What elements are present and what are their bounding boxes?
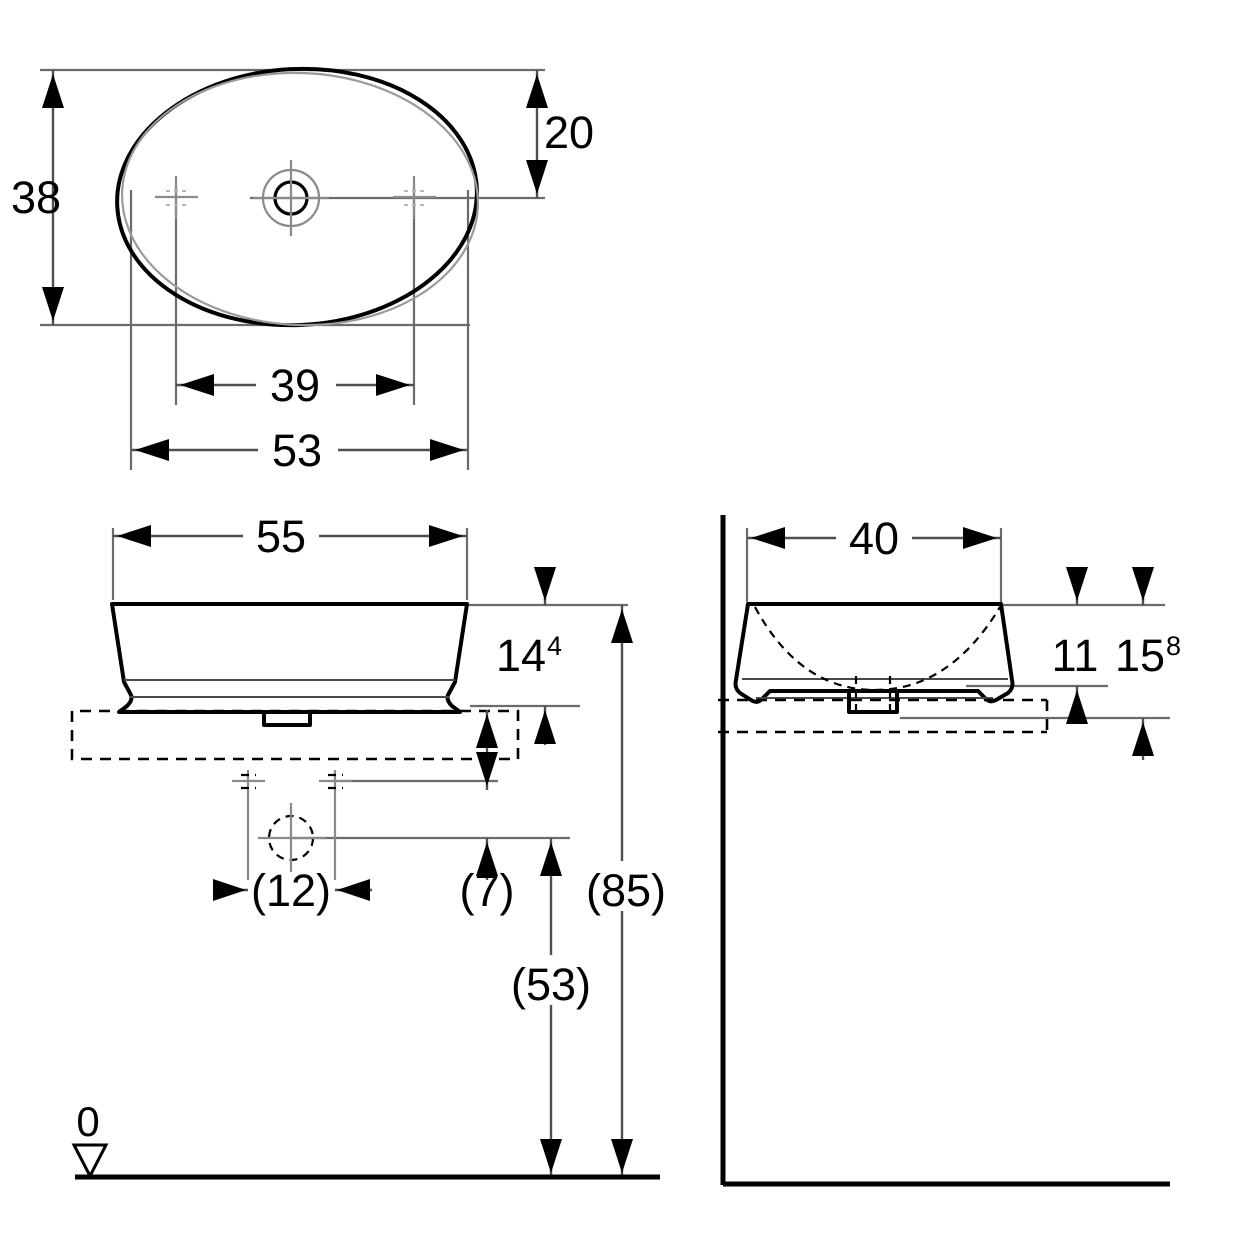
top-view-basin [115, 66, 480, 328]
dim-38-arrow-top [42, 74, 64, 108]
drain-stub-hidden-side [854, 676, 892, 712]
dim-144-arrow-bottom [534, 710, 556, 744]
front-basin-profile [110, 602, 469, 727]
basin-inner-bowl-ellipse [120, 71, 480, 327]
dim-20-arrow-bottom [526, 160, 548, 194]
dim-53-arrow-left [135, 439, 169, 461]
dim-11-label: 11 [1052, 630, 1099, 681]
dim-158-superscript: 8 [1166, 631, 1181, 661]
dim-12-label: (12) [251, 865, 331, 916]
dim-20-label: 20 [544, 107, 594, 158]
dim-158-arrow-top [1132, 567, 1154, 601]
dim-53-label: 53 [272, 425, 322, 476]
dim-85-label-mask [575, 861, 685, 911]
side-view: 40 11 15 8 [718, 513, 1181, 1187]
drain-stub-side [847, 689, 899, 714]
dim-12: (12) [213, 865, 372, 916]
dim-20: 20 [526, 70, 594, 198]
mounting-cross-right [393, 176, 436, 219]
dim-55: 55 [113, 511, 467, 562]
dim-39-label: 39 [270, 360, 320, 411]
front-countertop-dashed [70, 709, 520, 761]
dim-40-label-mask [836, 516, 912, 560]
dim-85-arrow-up [611, 609, 633, 643]
side-basin-profile [733, 602, 1015, 714]
dim-38-arrow-bottom [42, 287, 64, 321]
dim-39-arrow-left [180, 374, 214, 396]
dim-55-label-mask [243, 514, 319, 558]
basin-body-side [733, 602, 1015, 704]
side-countertop-dashed [718, 698, 1049, 734]
dim-85-arrow-down [611, 1139, 633, 1173]
mounting-cross-left [155, 176, 198, 219]
dim-38: 38 [11, 70, 64, 325]
dim-39: 39 [176, 360, 414, 411]
dim-53-arrow-right [430, 439, 464, 461]
dim-7-arrow-up [476, 842, 498, 876]
countertop-outline-side [718, 698, 1049, 734]
dim-12-arrow-left [213, 879, 246, 901]
dim-53b-label-mask [500, 955, 604, 1005]
dim-40-arrow-left [751, 527, 785, 549]
dim-40: 40 [747, 513, 1001, 564]
dim-53b-arrow-down [540, 1139, 562, 1173]
dim-40-label: 40 [849, 513, 899, 564]
zero-datum-triangle-icon [71, 1143, 109, 1180]
side-view-extension-lines [745, 528, 1170, 720]
dim-38-label: 38 [11, 172, 61, 223]
dim-53-label-mask [258, 428, 338, 472]
front-outlet-detail [232, 770, 352, 880]
dim-55-arrow-right [429, 525, 463, 547]
dim-158-label: 15 [1115, 630, 1165, 681]
front-view: 55 14 4 (12 [70, 511, 685, 1180]
dim-11-arrow-bottom [1066, 690, 1088, 724]
dim-55-label: 55 [256, 511, 306, 562]
dim-14-4: 14 4 [496, 567, 562, 745]
dim-53b: (53) [500, 838, 604, 1177]
dim-counter-gap [476, 710, 498, 790]
dim-40-arrow-right [963, 527, 997, 549]
dim-20-arrow-top [526, 74, 548, 108]
dim-55-arrow-left [117, 525, 151, 547]
dim-39-arrow-right [376, 374, 410, 396]
dim-53b-arrow-up [540, 842, 562, 876]
basin-body-front [110, 602, 469, 714]
dim-158-arrow-bottom [1132, 722, 1154, 756]
top-view: 38 20 39 53 [11, 66, 594, 476]
dim-11-arrow-top [1066, 567, 1088, 601]
dim-counter-gap-arrow-up [476, 714, 498, 748]
dim-85-label: (85) [586, 865, 666, 916]
countertop-outline-front [70, 709, 520, 761]
zero-datum: 0 [71, 1098, 109, 1180]
dim-144-superscript: 4 [547, 631, 562, 661]
bowl-hidden-curve-side [754, 606, 1001, 692]
dim-12-arrow-right [337, 879, 370, 901]
dim-counter-gap-arrow-down [476, 752, 498, 786]
drain-crosshair [253, 160, 329, 236]
front-view-extension-lines [111, 528, 628, 840]
drain-stub-front [262, 710, 312, 727]
dim-53b-label: (53) [511, 959, 591, 1010]
dim-15-8: 15 8 [1115, 567, 1181, 760]
dim-11: 11 [1052, 567, 1099, 724]
dim-39-label-mask [256, 363, 336, 407]
dim-85: (85) [575, 605, 685, 1177]
dim-7: (7) [460, 838, 515, 916]
dim-144-label: 14 [496, 630, 546, 681]
dim-7-label: (7) [460, 865, 515, 916]
zero-datum-label: 0 [76, 1098, 99, 1145]
dim-53: 53 [131, 425, 468, 476]
dim-144-arrow-top [534, 567, 556, 601]
